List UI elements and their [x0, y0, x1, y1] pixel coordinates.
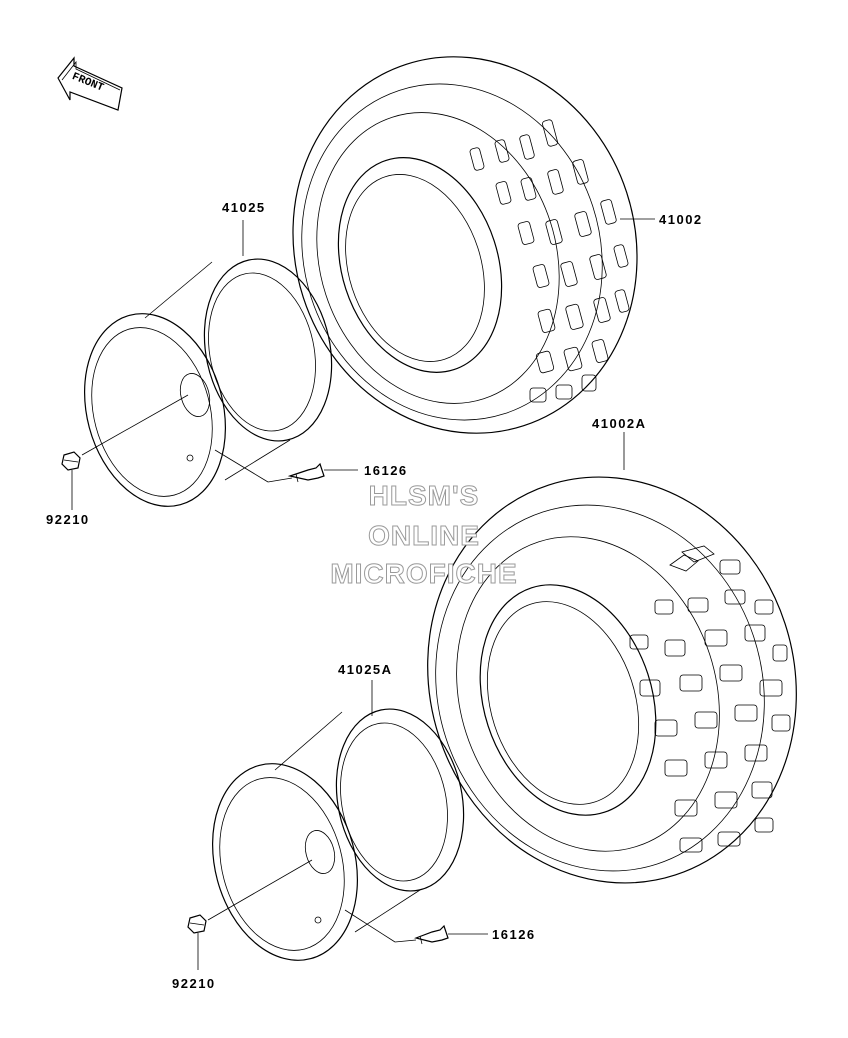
rear-tire-tread [629, 545, 791, 853]
label-16126-rear: 16126 [492, 927, 536, 942]
label-41025: 41025 [222, 200, 266, 215]
label-92210-rear: 92210 [172, 976, 216, 991]
watermark-line-2: ONLINE [368, 520, 480, 551]
front-tire-tread [469, 119, 630, 403]
rear-valve [413, 924, 449, 945]
watermark-line-1: HLSM'S [369, 480, 480, 511]
label-41025A: 41025A [338, 662, 393, 677]
front-nut [61, 451, 81, 471]
front-direction-arrow: FRONT [57, 56, 123, 111]
label-41002: 41002 [659, 212, 703, 227]
front-wheel [83, 258, 333, 507]
rear-nut [187, 914, 207, 934]
front-tire [292, 56, 638, 434]
watermark-line-3: MICROFICHE [330, 558, 517, 589]
label-41002A: 41002A [592, 416, 647, 431]
rear-wheel [212, 708, 465, 961]
label-92210-front: 92210 [46, 512, 90, 527]
rear-tire [427, 476, 797, 884]
front-valve [287, 462, 325, 483]
label-16126-front: 16126 [364, 463, 408, 478]
